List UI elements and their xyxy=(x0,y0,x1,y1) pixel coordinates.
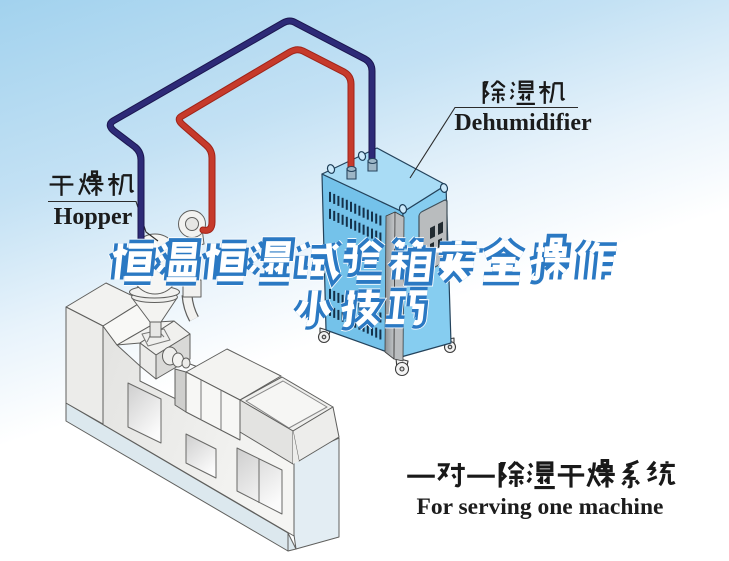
svg-text:Dehumidifier: Dehumidifier xyxy=(454,110,592,136)
svg-text:For serving one machine: For serving one machine xyxy=(417,494,664,520)
svg-text:Hopper: Hopper xyxy=(54,204,133,230)
